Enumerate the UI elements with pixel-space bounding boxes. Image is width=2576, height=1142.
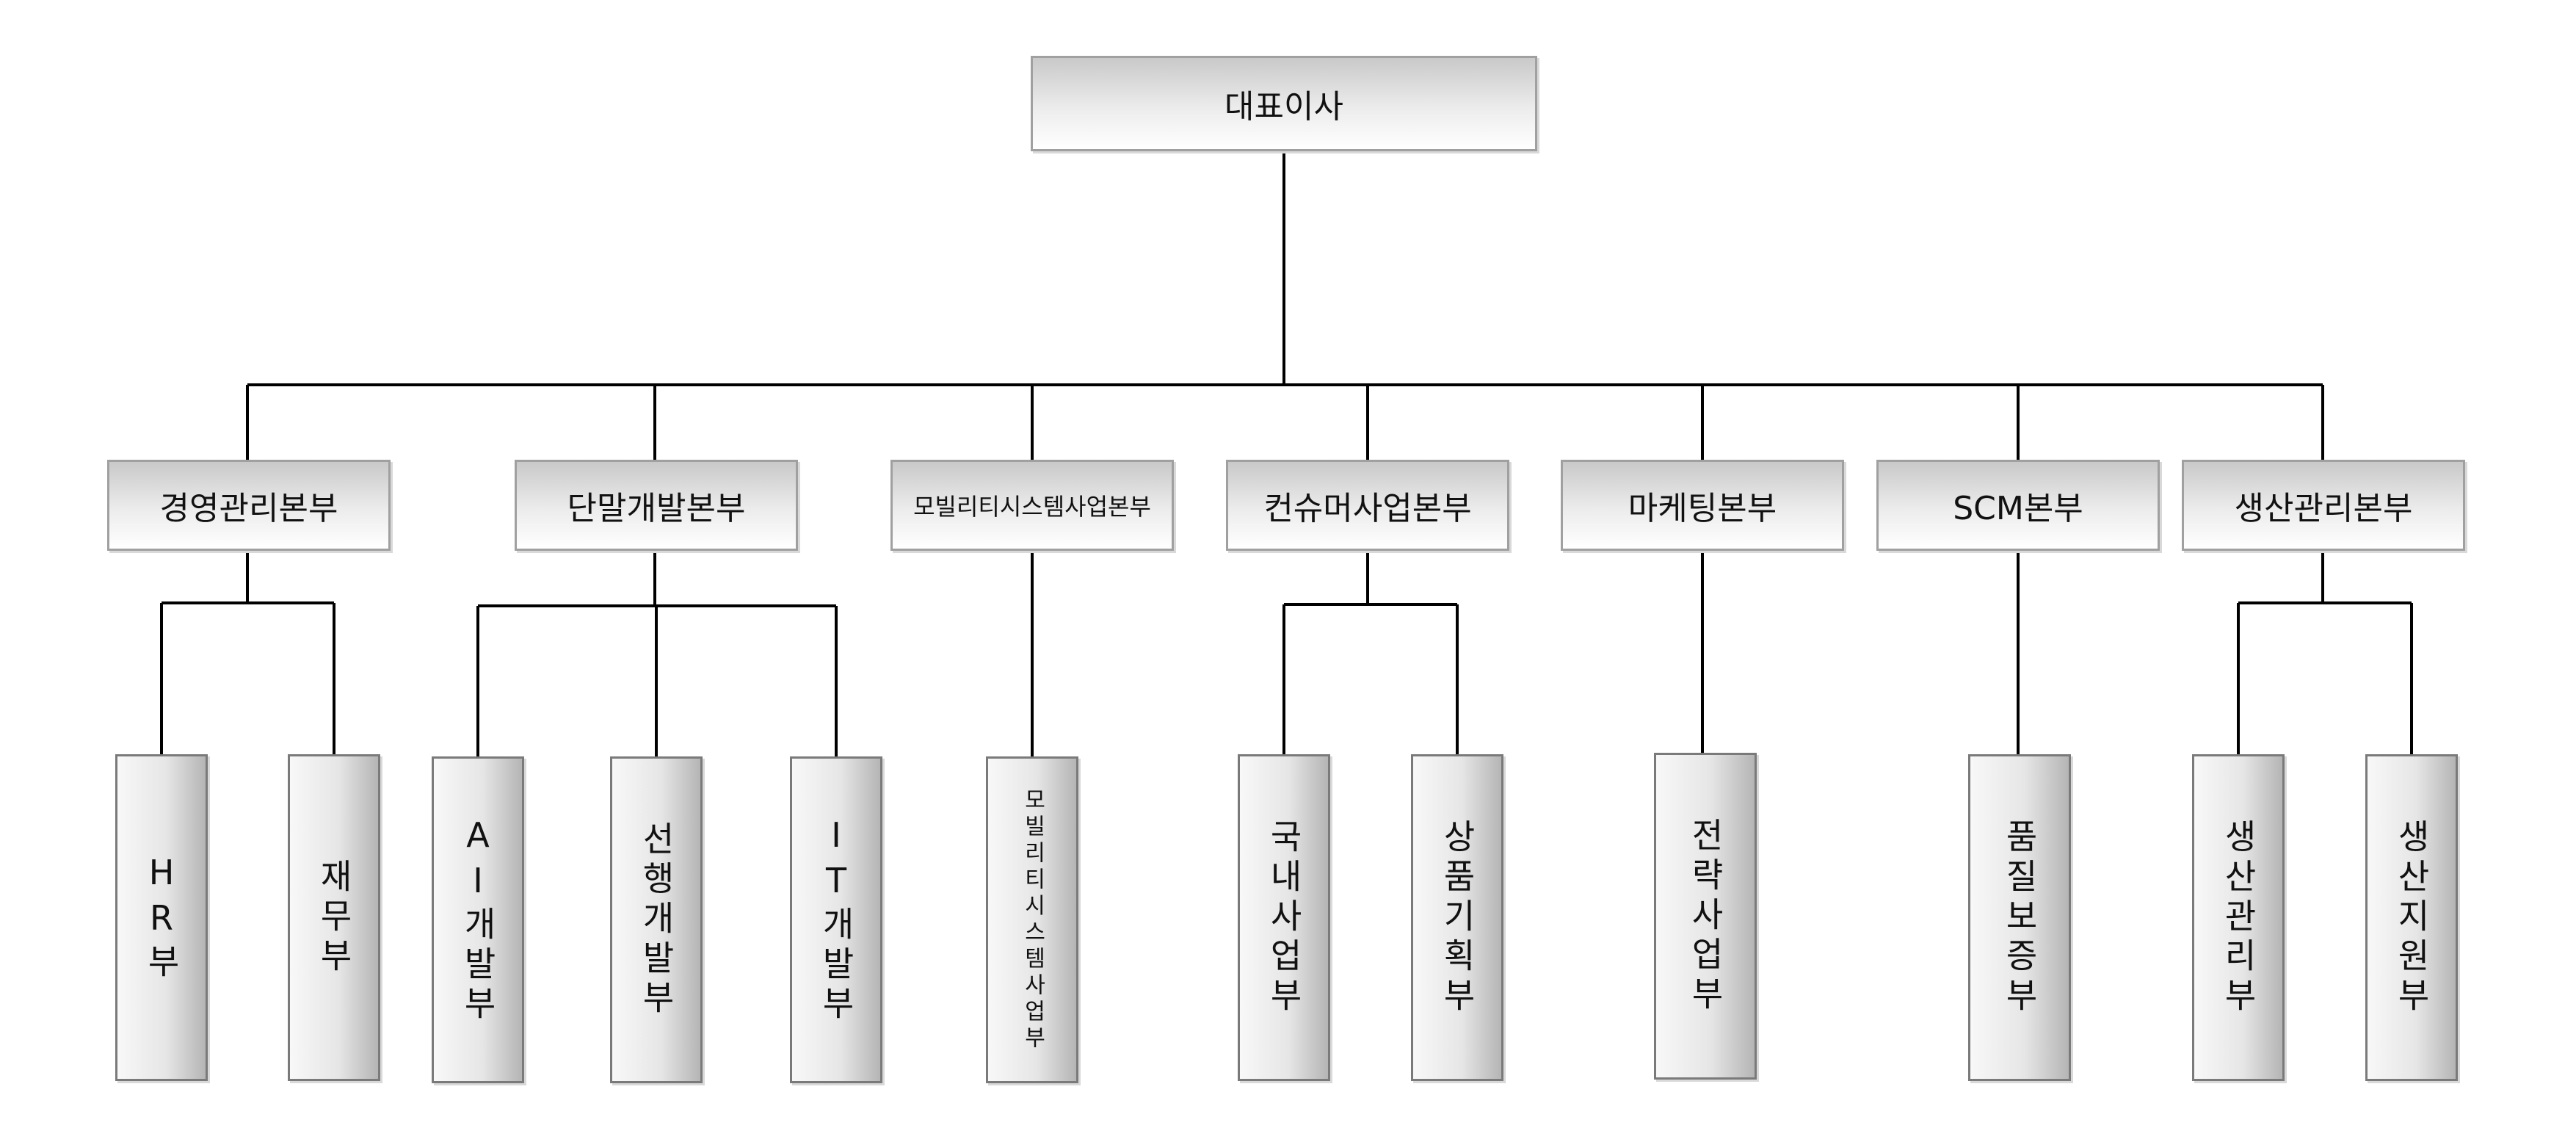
division-box-marketing: 마케팅본부 (1561, 460, 1844, 551)
department-box-product-planning: 상품기획부 (1411, 754, 1503, 1081)
division-box-management: 경영관리본부 (107, 460, 391, 551)
division-label: 단말개발본부 (567, 490, 746, 527)
department-box-quality-assurance: 품질보증부 (1968, 754, 2071, 1081)
department-label: 생산지원부 (2392, 818, 2431, 1017)
ceo-box: 대표이사 (1031, 56, 1537, 151)
department-label: 모빌리티시스템사업부 (1020, 787, 1045, 1052)
department-box-strategy-business: 전략사업부 (1654, 753, 1757, 1080)
department-label: 국내사업부 (1264, 818, 1304, 1017)
division-label: 모빌리티시스템사업본부 (913, 493, 1151, 521)
department-label: IT개발부 (816, 814, 856, 1025)
department-box-it-dev: IT개발부 (790, 756, 882, 1083)
department-label: 품질보증부 (2000, 818, 2039, 1017)
division-box-production: 생산관리본부 (2182, 460, 2465, 551)
department-label: 선행개발부 (636, 820, 676, 1019)
division-box-consumer: 컨슈머사업본부 (1226, 460, 1509, 551)
division-label: 생산관리본부 (2234, 490, 2413, 527)
department-box-production-management: 생산관리부 (2192, 754, 2285, 1081)
division-label: 컨슈머사업본부 (1263, 490, 1472, 527)
department-box-ai-dev: AI개발부 (432, 756, 524, 1083)
department-box-mobility-systems: 모빌리티시스템사업부 (986, 756, 1078, 1083)
department-box-domestic-business: 국내사업부 (1238, 754, 1330, 1081)
department-box-hr: HR부 (115, 754, 208, 1081)
department-box-advanced-dev: 선행개발부 (610, 756, 703, 1083)
department-box-finance: 재무부 (288, 754, 380, 1081)
division-box-device-dev: 단말개발본부 (515, 460, 798, 551)
department-label: 재무부 (314, 858, 354, 977)
department-label: HR부 (142, 852, 181, 983)
division-label: 마케팅본부 (1628, 490, 1777, 527)
division-label: 경영관리본부 (159, 490, 338, 527)
department-box-production-support: 생산지원부 (2365, 754, 2458, 1081)
department-label: AI개발부 (458, 814, 498, 1025)
division-box-mobility: 모빌리티시스템사업본부 (890, 460, 1174, 551)
department-label: 생산관리부 (2218, 818, 2258, 1017)
department-label: 전략사업부 (1686, 817, 1725, 1016)
department-label: 상품기획부 (1437, 818, 1477, 1017)
division-label: SCM본부 (1953, 490, 2083, 527)
ceo-label: 대표이사 (1224, 88, 1343, 126)
division-box-scm: SCM본부 (1876, 460, 2160, 551)
